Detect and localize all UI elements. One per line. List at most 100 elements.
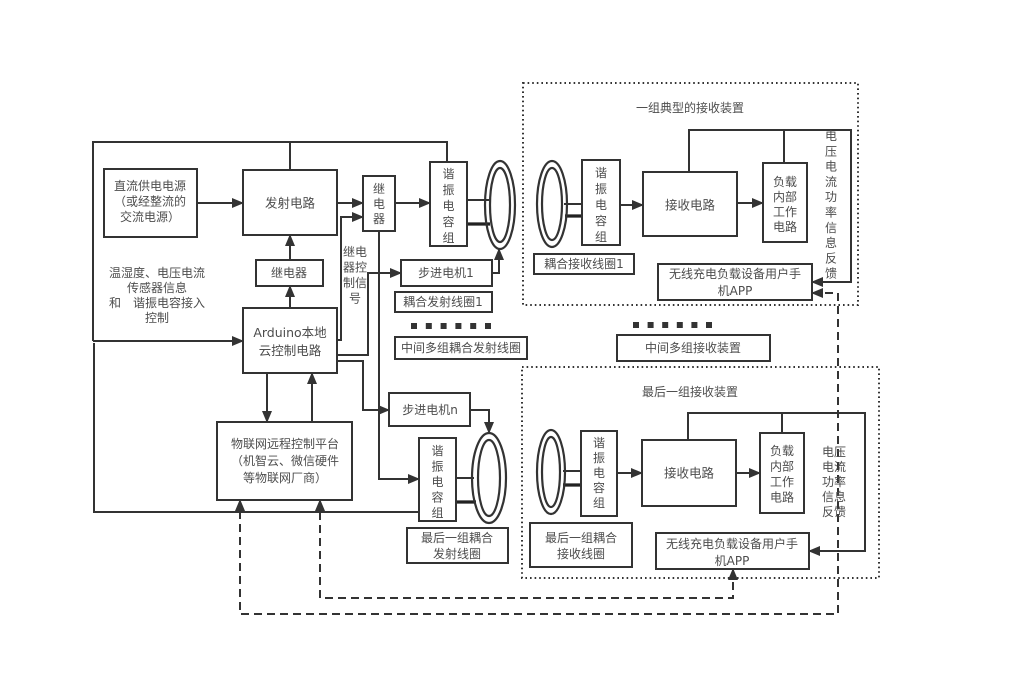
relay-small-label: 继电器 xyxy=(271,266,307,280)
text-line: 机APP xyxy=(718,284,753,298)
txn-coil-label: 最后一组耦合发射线圈 xyxy=(421,530,493,561)
text-line: 和 谐振电容接入 xyxy=(109,295,205,310)
text-line: 馈 xyxy=(825,267,837,281)
text-line: 谐 xyxy=(431,444,443,458)
rx1-app-box xyxy=(657,263,813,301)
ellipsis-dot xyxy=(691,322,698,328)
connector-stepper-n-to-coil-n xyxy=(470,409,494,434)
text-line: 工作 xyxy=(773,205,797,219)
rx2-load-circuit-label: 负载内部工作电路 xyxy=(770,444,794,505)
text-line: 信 xyxy=(825,221,837,235)
txn-coil-label-box xyxy=(406,527,509,564)
rx2-resonant-cap-box xyxy=(580,430,618,517)
rx2-receive-circuit-label: 接收电路 xyxy=(664,466,715,481)
rx-middle-groups-ellipsis xyxy=(633,322,712,328)
typical-receiver: 一组典型的接收装置 谐振电容组 接收电路 负载内部工作电路 电压电流功率信息反馈… xyxy=(533,100,837,301)
wireless-link-iot-to-last-app xyxy=(315,499,738,599)
text-line: 内部 xyxy=(773,189,797,204)
rx2-resonant-cap-label: 谐振电容组 xyxy=(593,436,605,510)
relay-small-block: 继电器 xyxy=(255,259,324,287)
rx1-load-circuit-box xyxy=(762,162,808,243)
text-line: 电 xyxy=(431,475,443,489)
wireless-link-iot-to-typical-app xyxy=(235,288,839,615)
tx1-coil-icon xyxy=(483,159,517,251)
tx1-resonant-cap-box xyxy=(429,161,468,247)
relay-control-signal-label: 继电器控制信号 xyxy=(343,245,367,306)
rx1-coil-label: 耦合接收线圈1 xyxy=(544,256,624,271)
text-line: 率 xyxy=(825,205,837,220)
rx1-app-label: 无线充电负载设备用户手机APP xyxy=(669,266,801,298)
text-line: 容 xyxy=(442,214,454,229)
text-line: 等物联网厂商） xyxy=(243,470,327,485)
text-line: 号 xyxy=(349,292,361,306)
last-receiver-title: 最后一组接收装置 xyxy=(642,384,738,399)
rx2-feedback-label: 电压电流功率信息反馈 xyxy=(822,445,846,519)
rx2-coil-label: 最后一组耦合接收线圈 xyxy=(545,530,617,561)
text-line: 温湿度、电压电流 xyxy=(109,265,205,280)
arduino-box xyxy=(242,307,338,374)
rx2-coil-icon xyxy=(535,428,567,516)
text-line: 组 xyxy=(431,506,443,520)
text-line: 信息 xyxy=(822,489,846,504)
ellipsis-dot xyxy=(706,322,712,328)
text-line: 继电 xyxy=(343,245,367,259)
text-line: 工作 xyxy=(770,475,794,489)
text-line: 继 xyxy=(373,182,385,196)
rx1-receive-circuit-label: 接收电路 xyxy=(665,198,716,213)
transmit-group-n: 步进电机n 谐振电容组 最后一组耦合发射线圈 xyxy=(388,392,509,564)
text-line: 制信 xyxy=(343,276,367,290)
text-line: 容 xyxy=(431,490,443,505)
connector-rx1-feedback-loop xyxy=(688,129,852,287)
iot-platform-block: 物联网远程控制平台 （机智云、微信硬件等物联网厂商） xyxy=(216,421,353,501)
text-line: 负载 xyxy=(770,444,794,458)
ellipsis-dot xyxy=(411,323,417,329)
ellipsis-dot xyxy=(676,322,683,328)
text-line: 器控 xyxy=(343,261,367,275)
text-line: 内部 xyxy=(770,459,794,474)
relay-small-box xyxy=(255,259,324,287)
connector-bottom-bus xyxy=(93,343,419,513)
rx2-app-label: 无线充电负载设备用户手机APP xyxy=(666,536,798,568)
text-line: 机APP xyxy=(715,554,750,568)
relay-switch-block: 继电器 xyxy=(362,175,396,232)
text-line: 电 xyxy=(442,199,454,213)
text-line: 无线充电负载设备用户手 xyxy=(669,266,801,281)
stepper-motor-1-label: 步进电机1 xyxy=(418,266,474,280)
text-line: 接收线圈 xyxy=(557,546,605,561)
connector-top-bus xyxy=(92,141,448,341)
text-line: 电 xyxy=(825,160,837,174)
text-line: 容 xyxy=(593,480,605,495)
text-line: （机智云、微信硬件 xyxy=(231,453,339,468)
text-line: 组 xyxy=(442,231,454,245)
text-line: 息 xyxy=(825,235,837,250)
text-line: 谐 xyxy=(442,167,454,181)
iot-platform-label: 物联网远程控制平台 （机智云、微信硬件等物联网厂商） xyxy=(231,436,339,485)
text-line: 直流供电电源 xyxy=(114,179,186,193)
tx-middle-groups-label: 中间多组耦合发射线圈 xyxy=(401,340,521,355)
text-line: 无线充电负载设备用户手 xyxy=(666,536,798,551)
rx1-resonant-cap-box xyxy=(581,159,621,246)
ellipsis-dot xyxy=(455,323,462,329)
stepper-motor-1-box xyxy=(400,259,493,287)
arduino-label: Arduino本地云控制电路 xyxy=(253,325,327,358)
iot-platform-box xyxy=(216,421,353,501)
connector-stepper1-to-coil1 xyxy=(492,248,504,274)
text-line: 电流 xyxy=(822,460,846,474)
text-line: 振 xyxy=(431,460,443,474)
text-line: 振 xyxy=(593,451,605,465)
tx1-resonant-cap-label: 谐振电容组 xyxy=(442,167,454,245)
text-line: （或经整流的 xyxy=(114,194,186,209)
ellipsis-dot xyxy=(662,322,669,328)
text-line: 组 xyxy=(593,496,605,510)
connector-arduino-to-stepper-n xyxy=(337,360,390,415)
text-line: 组 xyxy=(595,230,607,244)
text-line: 功率 xyxy=(822,474,846,489)
text-line: 物联网远程控制平台 xyxy=(231,436,339,451)
text-line: 电 xyxy=(593,466,605,480)
rx1-resonant-cap-label: 谐振电容组 xyxy=(595,166,607,244)
text-line: 容 xyxy=(595,213,607,228)
last-receiver: 最后一组接收装置 谐振电容组 接收电路 负载内部工作电路 电压电流功率信息反馈 … xyxy=(529,384,846,570)
rx2-receive-circuit-box xyxy=(641,439,737,507)
text-line: 控制 xyxy=(145,311,169,325)
